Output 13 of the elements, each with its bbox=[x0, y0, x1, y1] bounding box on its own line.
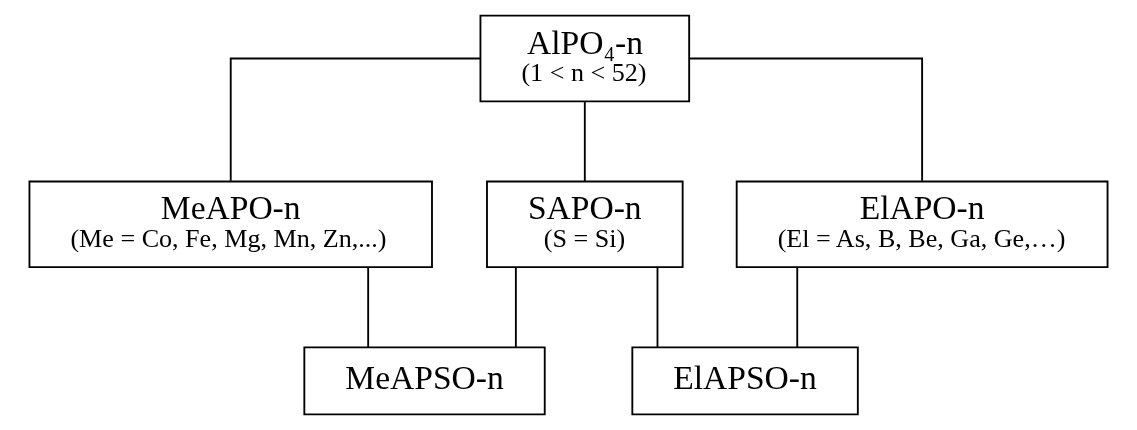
node-box: MeAPSO-n bbox=[303, 346, 546, 416]
connector bbox=[514, 267, 517, 348]
node-box: SAPO-n (S = Si) bbox=[486, 180, 684, 269]
connector bbox=[796, 267, 799, 348]
connector bbox=[583, 101, 586, 182]
node-box: ElAPSO-n bbox=[631, 346, 859, 416]
connector bbox=[367, 267, 370, 348]
connector bbox=[688, 57, 924, 182]
connector bbox=[656, 267, 659, 348]
connector bbox=[229, 57, 481, 182]
node-box: AlPO₄-n (1 < n < 52) bbox=[479, 14, 691, 103]
node-box: MeAPO-n (Me = Co, Fe, Mg, Mn, Zn,...) bbox=[28, 180, 433, 269]
node-box: ElAPO-n (El = As, B, Be, Ga, Ge,…) bbox=[735, 180, 1109, 269]
